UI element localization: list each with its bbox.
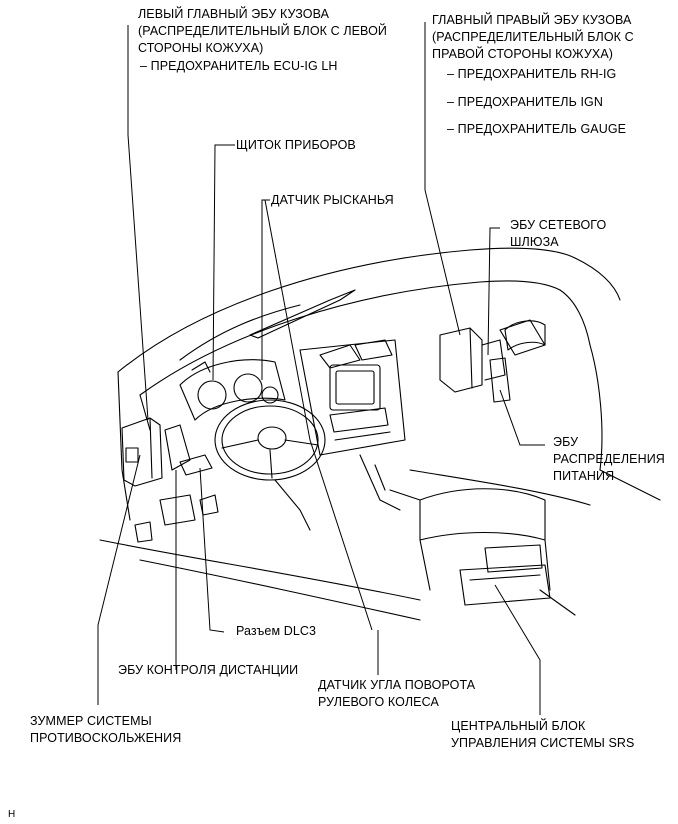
fuse-ign-label: – ПРЕДОХРАНИТЕЛЬ IGN bbox=[447, 95, 603, 109]
steering-sensor-label-line-1: ДАТЧИК УГЛА ПОВОРОТА bbox=[318, 678, 476, 692]
right-ecu-label-line-1: ГЛАВНЫЙ ПРАВЫЙ ЭБУ КУЗОВА bbox=[432, 13, 632, 27]
steering-wheel-shape bbox=[214, 399, 326, 531]
srs-ecu-label: ЦЕНТРАЛЬНЫЙ БЛОК УПРАВЛЕНИЯ СИСТЕМЫ SRS bbox=[451, 718, 634, 752]
yaw-sensor-label: ДАТЧИК РЫСКАНЬЯ bbox=[271, 193, 394, 207]
left-ecu-label-line-2: (РАСПРЕДЕЛИТЕЛЬНЫЙ БЛОК С ЛЕВОЙ bbox=[138, 24, 387, 38]
steering-sensor-label: ДАТЧИК УГЛА ПОВОРОТА РУЛЕВОГО КОЛЕСА bbox=[318, 677, 475, 711]
power-ecu-label-line-2: РАСПРЕДЕЛЕНИЯ bbox=[553, 452, 665, 466]
srs-ecu-label-line-1: ЦЕНТРАЛЬНЫЙ БЛОК bbox=[451, 719, 586, 733]
combination-meter-label: ЩИТОК ПРИБОРОВ bbox=[236, 138, 356, 152]
power-ecu-label-line-3: ПИТАНИЯ bbox=[553, 469, 615, 483]
left-ecu-label-line-3: СТОРОНЫ КОЖУХА) bbox=[138, 41, 264, 55]
right-ecu-label-line-3: ПРАВОЙ СТОРОНЫ КОЖУХА) bbox=[432, 47, 614, 61]
dlc3-label: Разъем DLC3 bbox=[236, 624, 317, 638]
combination-meter-shape bbox=[179, 359, 286, 421]
power-ecu-label-line-1: ЭБУ bbox=[553, 435, 579, 449]
fuse-ecu-ig-lh-label: – ПРЕДОХРАНИТЕЛЬ ECU-IG LH bbox=[140, 59, 338, 73]
steering-sensor-label-line-2: РУЛЕВОГО КОЛЕСА bbox=[318, 695, 439, 709]
power-ecu-label: ЭБУ РАСПРЕДЕЛЕНИЯ ПИТАНИЯ bbox=[553, 434, 665, 485]
fuse-rh-ig-label: – ПРЕДОХРАНИТЕЛЬ RH-IG bbox=[447, 67, 617, 81]
gateway-ecu-label-line-2: ШЛЮЗА bbox=[510, 235, 559, 249]
fuse-gauge-label: – ПРЕДОХРАНИТЕЛЬ GAUGE bbox=[447, 122, 627, 136]
gateway-ecu-label-line-1: ЭБУ СЕТЕВОГО bbox=[510, 218, 607, 232]
console-shape bbox=[389, 488, 576, 616]
lower-dash-shapes bbox=[134, 454, 219, 543]
gateway-ecu-label: ЭБУ СЕТЕВОГО ШЛЮЗА bbox=[510, 217, 606, 251]
left-ecu-label: ЛЕВЫЙ ГЛАВНЫЙ ЭБУ КУЗОВА (РАСПРЕДЕЛИТЕЛЬ… bbox=[138, 6, 387, 57]
skid-buzzer-label: ЗУММЕР СИСТЕМЫ ПРОТИВОСКОЛЬЖЕНИЯ bbox=[30, 713, 181, 747]
distance-ecu-label: ЭБУ КОНТРОЛЯ ДИСТАНЦИИ bbox=[118, 663, 299, 677]
right-ecu-shape bbox=[439, 319, 546, 403]
corner-mark: H bbox=[8, 809, 16, 820]
dashboard-outline bbox=[99, 247, 661, 621]
center-stack bbox=[299, 339, 406, 511]
skid-buzzer-label-line-2: ПРОТИВОСКОЛЬЖЕНИЯ bbox=[30, 731, 182, 745]
left-ecu-label-line-1: ЛЕВЫЙ ГЛАВНЫЙ ЭБУ КУЗОВА bbox=[138, 7, 330, 21]
right-ecu-label-line-2: (РАСПРЕДЕЛИТЕЛЬНЫЙ БЛОК С bbox=[432, 30, 634, 44]
srs-ecu-label-line-2: УПРАВЛЕНИЯ СИСТЕМЫ SRS bbox=[451, 736, 635, 750]
left-ecu-shape bbox=[121, 417, 191, 487]
right-ecu-label: ГЛАВНЫЙ ПРАВЫЙ ЭБУ КУЗОВА (РАСПРЕДЕЛИТЕЛ… bbox=[432, 12, 634, 63]
leader-lines bbox=[97, 22, 545, 715]
right-vent-shape bbox=[504, 320, 546, 351]
skid-buzzer-label-line-1: ЗУММЕР СИСТЕМЫ bbox=[30, 714, 152, 728]
